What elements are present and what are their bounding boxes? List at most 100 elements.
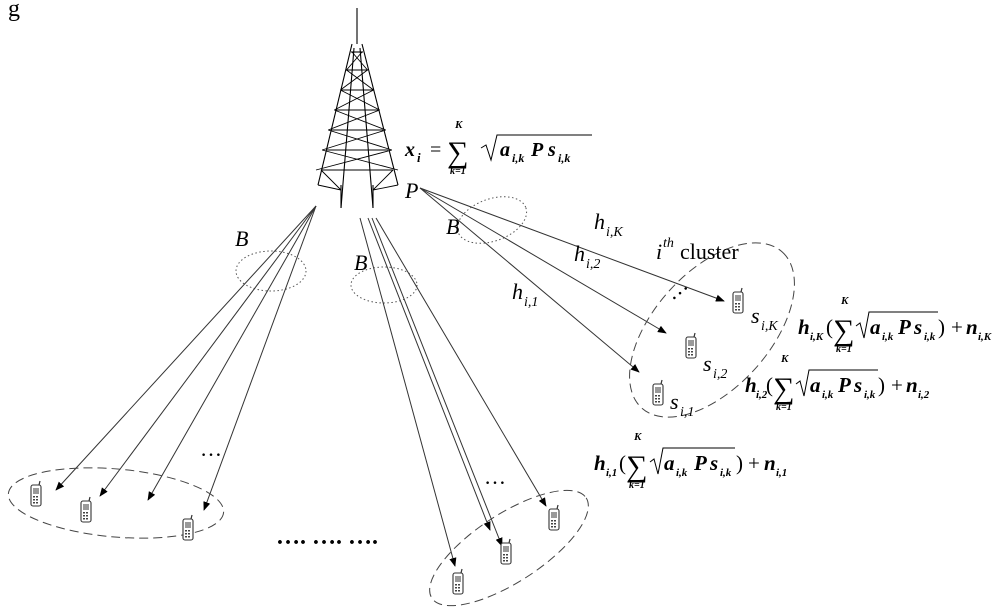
phone-icon — [652, 379, 664, 406]
svg-text:a: a — [810, 373, 821, 397]
svg-text:+: + — [748, 451, 760, 475]
svg-text:i,k: i,k — [676, 467, 688, 479]
arrow-left-1 — [55, 205, 317, 491]
received-eq-1: h i,1 ( ∑ K k=1 a i,k P s i,k ) + n i,1 — [594, 431, 787, 491]
arrow-left-3 — [147, 205, 317, 501]
svg-text:i,K: i,K — [761, 319, 778, 334]
svg-text:P: P — [693, 451, 707, 475]
svg-text:h: h — [798, 315, 810, 339]
beam-arrows-right — [419, 187, 725, 373]
svg-text:i,k: i,k — [882, 331, 894, 343]
svg-text:h: h — [594, 451, 606, 475]
phone-icon — [500, 538, 512, 565]
svg-text:P: P — [530, 139, 544, 161]
svg-text:s: s — [703, 351, 712, 376]
channel-label-K: h i,K — [594, 209, 623, 240]
svg-text:i,2: i,2 — [918, 389, 930, 401]
arrow-mid-2 — [367, 217, 491, 531]
svg-text:s: s — [709, 451, 718, 475]
svg-text:s: s — [670, 389, 679, 414]
beam-ellipse-right — [456, 196, 528, 244]
received-eq-K: h i,K ( ∑ K k=1 a i,k P s i,k ) + n i,K — [798, 295, 992, 355]
svg-text:a: a — [664, 451, 675, 475]
user-signal-K: s i,K — [751, 303, 778, 334]
svg-text:K: K — [780, 353, 789, 365]
svg-text:s: s — [913, 315, 922, 339]
arrow-left-2 — [99, 205, 317, 497]
svg-text:th: th — [663, 236, 674, 251]
beam-ellipse-left — [235, 250, 307, 292]
channel-label-2: h i,2 — [574, 241, 600, 272]
phone-icon — [452, 568, 464, 595]
svg-text:(: ( — [826, 315, 833, 339]
arrow-mid-1 — [359, 217, 457, 567]
svg-text:s: s — [853, 373, 862, 397]
user-signal-2: s i,2 — [703, 351, 727, 382]
svg-text:i,K: i,K — [606, 225, 623, 240]
phone-icon — [548, 504, 560, 531]
header-fragment: g — [8, 0, 20, 22]
svg-text:): ) — [938, 315, 945, 339]
svg-text:i,k: i,k — [864, 389, 876, 401]
svg-text:a: a — [870, 315, 881, 339]
svg-text:i,2: i,2 — [713, 367, 727, 382]
arrow-left-4 — [203, 205, 317, 511]
svg-text:∑: ∑ — [773, 372, 794, 405]
svg-text:k=1: k=1 — [776, 402, 792, 413]
svg-text:i,k: i,k — [720, 467, 732, 479]
svg-text:h: h — [594, 209, 605, 234]
user-signal-1: s i,1 — [670, 389, 694, 420]
svg-text:i,1: i,1 — [524, 295, 538, 310]
cluster-ellipse-middle — [429, 489, 589, 607]
received-eq-2: h i,2 ( ∑ K k=1 a i,k P s i,k ) + n i,2 — [745, 353, 930, 413]
svg-text:h: h — [745, 373, 757, 397]
beam-label-middle: B — [354, 250, 367, 275]
beam-label-right: B — [446, 214, 459, 239]
svg-text:K: K — [454, 119, 463, 131]
svg-text:cluster: cluster — [680, 239, 739, 264]
svg-text:n: n — [966, 315, 978, 339]
svg-text:P: P — [897, 315, 911, 339]
arrow-mid-4 — [375, 217, 547, 507]
svg-text:h: h — [512, 279, 523, 304]
svg-text:+: + — [891, 373, 903, 397]
arrow-right-2 — [419, 187, 667, 334]
svg-text:i,2: i,2 — [756, 389, 768, 401]
arrow-mid-3 — [371, 217, 503, 547]
svg-text:i,K: i,K — [810, 331, 824, 343]
svg-text:n: n — [764, 451, 776, 475]
ellipsis-between-clusters: …. …. …. — [276, 524, 378, 550]
svg-text:K: K — [633, 431, 642, 443]
svg-text:(: ( — [619, 451, 626, 475]
ellipsis-left-arrows: … — [200, 436, 222, 461]
transmit-equation: x i = ∑ K k=1 a i,k P s i,k — [404, 119, 592, 177]
ellipsis-cluster-ith: … — [659, 272, 692, 305]
svg-text:n: n — [906, 373, 918, 397]
svg-text:i,1: i,1 — [606, 467, 617, 479]
svg-text:): ) — [736, 451, 743, 475]
cluster-label: i th cluster — [656, 236, 739, 264]
phone-icon — [685, 332, 697, 359]
svg-text:): ) — [878, 373, 885, 397]
svg-text:k=1: k=1 — [836, 344, 852, 355]
svg-text:=: = — [430, 139, 441, 161]
phone-icon — [80, 496, 92, 523]
svg-text:i,k: i,k — [512, 151, 524, 165]
svg-text:i,1: i,1 — [776, 467, 787, 479]
svg-text:a: a — [500, 139, 510, 161]
cluster-ellipse-ith — [629, 242, 795, 418]
svg-text:i,2: i,2 — [586, 257, 600, 272]
svg-text:i,K: i,K — [978, 331, 992, 343]
svg-text:s: s — [547, 139, 556, 161]
phone-icon — [182, 514, 194, 541]
base-station-tower — [315, 8, 399, 209]
svg-text:i,k: i,k — [924, 331, 936, 343]
ellipsis-middle-arrows: … — [484, 464, 506, 489]
beam-arrows-middle — [359, 217, 547, 567]
svg-text:k=1: k=1 — [629, 480, 645, 491]
phone-icon — [30, 480, 42, 507]
beam-label-left: B — [235, 226, 248, 251]
svg-text:+: + — [951, 315, 963, 339]
svg-text:x: x — [404, 139, 415, 161]
